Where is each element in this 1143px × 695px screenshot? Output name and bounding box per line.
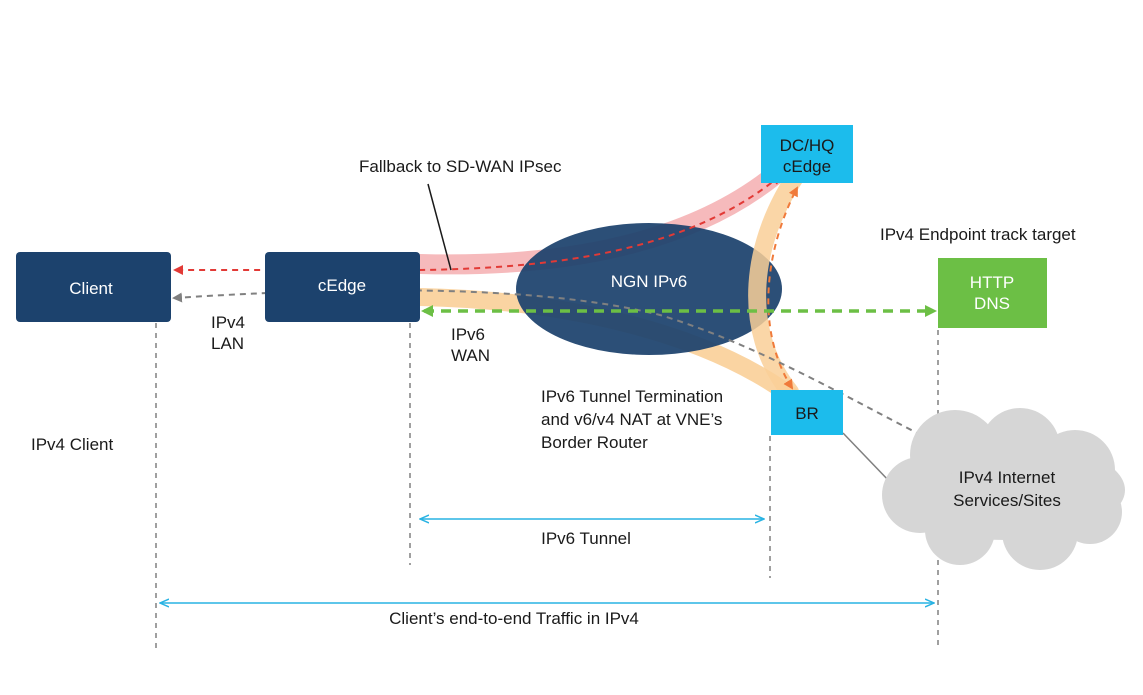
ipv6-tunnel-label: IPv6 Tunnel xyxy=(541,529,631,548)
http-dns-label-line1: HTTP xyxy=(970,273,1014,292)
br-box xyxy=(771,390,843,435)
http-dns-box xyxy=(938,258,1047,328)
lifelines xyxy=(155,323,939,650)
internet-label-line1: IPv4 Internet xyxy=(959,468,1056,487)
tunnel-termination-line2: and v6/v4 NAT at VNE’s xyxy=(541,410,722,429)
ipv4-lan-label-line1: IPv4 xyxy=(211,313,245,332)
br-label: BR xyxy=(795,404,819,423)
dchq-label-line2: cEdge xyxy=(783,157,831,176)
cedge-box xyxy=(265,252,420,322)
ipv6-wan-label-line2: WAN xyxy=(451,346,490,365)
fallback-pointer-line xyxy=(427,183,452,271)
ipv4-lan-label-line2: LAN xyxy=(211,334,244,353)
br-cloud-connector xyxy=(842,432,891,483)
tunnel-termination-line1: IPv6 Tunnel Termination xyxy=(541,387,723,406)
http-dns-label-line2: DNS xyxy=(974,294,1010,313)
internet-label-line2: Services/Sites xyxy=(953,491,1061,510)
ngn-ipv6-label: NGN IPv6 xyxy=(611,272,688,291)
internet-cloud xyxy=(882,408,1125,570)
ipv6-wan-label-line1: IPv6 xyxy=(451,325,485,344)
fallback-label: Fallback to SD-WAN IPsec xyxy=(359,157,562,176)
tunnel-termination-line3: Border Router xyxy=(541,433,648,452)
dchq-label-line1: DC/HQ xyxy=(780,136,835,155)
cedge-label: cEdge xyxy=(318,276,366,295)
endpoint-track-label: IPv4 Endpoint track target xyxy=(880,225,1076,244)
end-to-end-label: Client’s end-to-end Traffic in IPv4 xyxy=(389,609,639,628)
dchq-cedge-box xyxy=(761,125,853,183)
client-box xyxy=(16,252,171,322)
fallback-arrow xyxy=(173,174,782,275)
ipv4-client-label: IPv4 Client xyxy=(31,435,113,454)
client-label: Client xyxy=(69,279,113,298)
